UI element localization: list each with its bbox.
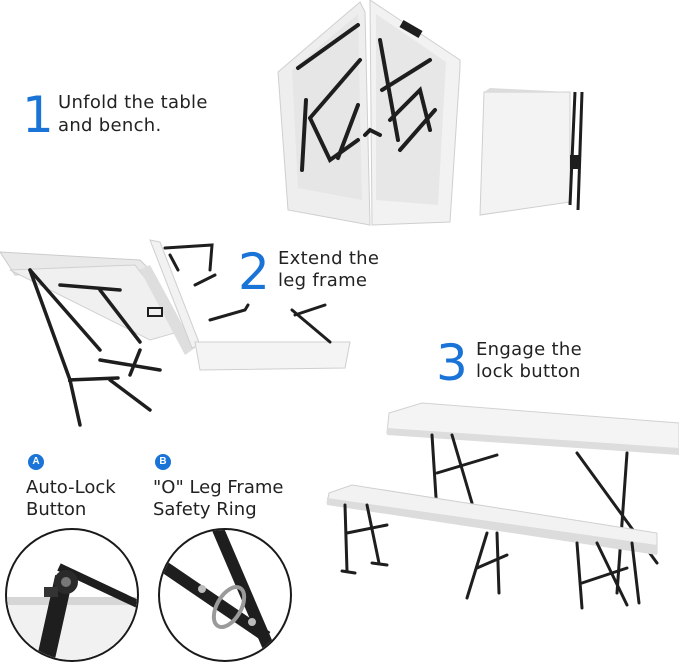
step-1-number: 1 [22, 86, 54, 144]
feature-a-line-2: Button [26, 499, 87, 520]
extended-leg-frame-image [0, 239, 351, 427]
feature-b-badge: B [155, 454, 171, 470]
assembled-table-bench-image [326, 402, 679, 610]
feature-b-line-1: "O" Leg Frame [153, 477, 284, 498]
safety-ring-detail-image [158, 528, 292, 662]
folded-table-image [277, 0, 584, 226]
feature-a-line-1: Auto-Lock [26, 477, 116, 498]
step-3-line-1: Engage the [476, 339, 582, 360]
step-2-line-1: Extend the [278, 248, 380, 269]
step-3-number: 3 [436, 334, 468, 392]
step-2-line-2: leg frame [278, 270, 368, 291]
step-1-line-2: and bench. [58, 115, 162, 136]
auto-lock-detail-image [5, 528, 139, 662]
step-3-line-2: lock button [476, 361, 581, 382]
step-1-line-1: Unfold the table [58, 92, 208, 113]
feature-a-badge: A [28, 454, 44, 470]
feature-b-line-2: Safety Ring [153, 499, 257, 520]
step-2-number: 2 [238, 243, 270, 301]
